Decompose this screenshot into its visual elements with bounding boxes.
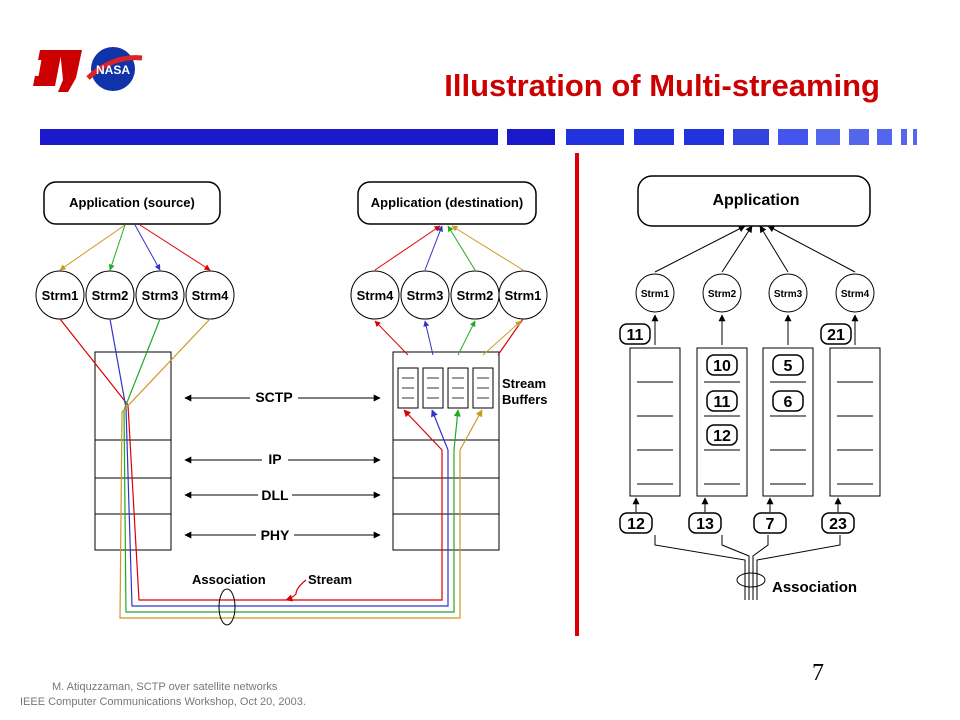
- layer-arrows: [184, 388, 381, 543]
- tag-top-4: [820, 323, 852, 345]
- source-app-box: [43, 181, 221, 225]
- right-app-box: [637, 175, 871, 227]
- dest-stream-feeds: [374, 320, 522, 356]
- incoming-4: 23: [829, 516, 847, 533]
- right-fanin-lines: [654, 225, 856, 273]
- source-fanout-lines: [59, 224, 211, 271]
- source-strm4: Strm4: [192, 288, 230, 303]
- slide-title: Illustration of Multi-streaming: [444, 68, 880, 103]
- packet-10: 10: [713, 358, 731, 375]
- incoming-packets: 12 13 7 23: [619, 512, 855, 534]
- svg-text:NASA: NASA: [96, 63, 130, 77]
- source-streams: Strm1 Strm2 Strm3 Strm4: [35, 270, 235, 320]
- stream-paths: [59, 318, 524, 619]
- nasa-logo: NASA: [86, 47, 143, 91]
- tag-top-1: [619, 323, 651, 345]
- page-number: 7: [812, 660, 824, 686]
- dest-strm3: Strm3: [407, 288, 444, 303]
- packet-12: 12: [713, 428, 731, 445]
- source-stack: [94, 351, 172, 551]
- source-strm1: Strm1: [42, 288, 79, 303]
- stream-buffers-label-1: Stream: [502, 376, 546, 391]
- footer-author: M. Atiquzzaman, SCTP over satellite netw…: [52, 681, 278, 693]
- right-strm2: Strm2: [708, 289, 737, 300]
- layer-sctp: SCTP: [255, 389, 292, 405]
- ou-logo: [31, 50, 82, 92]
- right-app-label: Application: [712, 192, 799, 209]
- dest-fanin-lines: [374, 225, 524, 271]
- association-ellipse: [218, 588, 236, 626]
- stream-pointer: [285, 579, 307, 602]
- dest-app-box: [357, 181, 537, 225]
- dest-strm1: Strm1: [505, 288, 542, 303]
- layer-phy: PHY: [261, 527, 290, 543]
- dest-stack: [392, 351, 500, 551]
- right-association-label: Association: [772, 579, 857, 596]
- tag-top-1-text: 11: [627, 327, 644, 344]
- packet-11: 11: [714, 394, 731, 411]
- footer-venue: IEEE Computer Communications Workshop, O…: [20, 696, 306, 708]
- right-streams: Strm1 Strm2 Strm3 Strm4: [635, 273, 875, 313]
- layer-dll: DLL: [261, 487, 289, 503]
- source-strm2: Strm2: [92, 288, 129, 303]
- right-strm4: Strm4: [841, 289, 870, 300]
- source-app-label: Application (source): [69, 195, 195, 210]
- source-strm3: Strm3: [142, 288, 179, 303]
- dest-app-label: Application (destination): [371, 195, 523, 210]
- tag-top-4-text: 21: [827, 327, 845, 344]
- association-lines: [654, 535, 841, 600]
- packet-5: 5: [784, 358, 793, 375]
- right-strm1: Strm1: [641, 289, 670, 300]
- dest-strm4: Strm4: [357, 288, 395, 303]
- association-label-left: Association: [192, 572, 266, 587]
- incoming-1: 12: [627, 516, 645, 533]
- right-strm3: Strm3: [774, 289, 803, 300]
- layer-ip: IP: [268, 451, 281, 467]
- buffer-to-stream-arrows: [651, 314, 859, 345]
- packet-6: 6: [784, 394, 793, 411]
- dest-streams: Strm4 Strm3 Strm2 Strm1: [350, 270, 548, 320]
- incoming-3: 7: [766, 516, 775, 533]
- right-association-ellipse: [736, 572, 766, 588]
- right-buffers: [629, 347, 881, 497]
- buffered-packets: 10 11 12 5 6: [706, 354, 804, 446]
- incoming-2: 13: [696, 516, 714, 533]
- dest-strm2: Strm2: [457, 288, 494, 303]
- stream-buffers-label-2: Buffers: [502, 392, 548, 407]
- stream-label: Stream: [308, 572, 352, 587]
- incoming-to-buffer-arrows: [632, 497, 842, 512]
- header-bar: [40, 129, 917, 145]
